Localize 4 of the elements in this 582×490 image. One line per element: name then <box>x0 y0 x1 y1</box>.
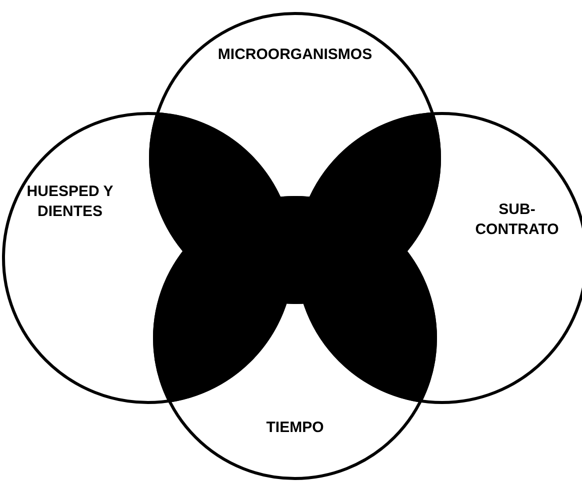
set-label: SUB- CONTRATO <box>462 200 572 240</box>
set-label: TIEMPO <box>230 418 360 438</box>
set-label: MICROORGANISMOS <box>190 45 400 65</box>
set-label: HUESPED Y DIENTES <box>25 182 115 222</box>
